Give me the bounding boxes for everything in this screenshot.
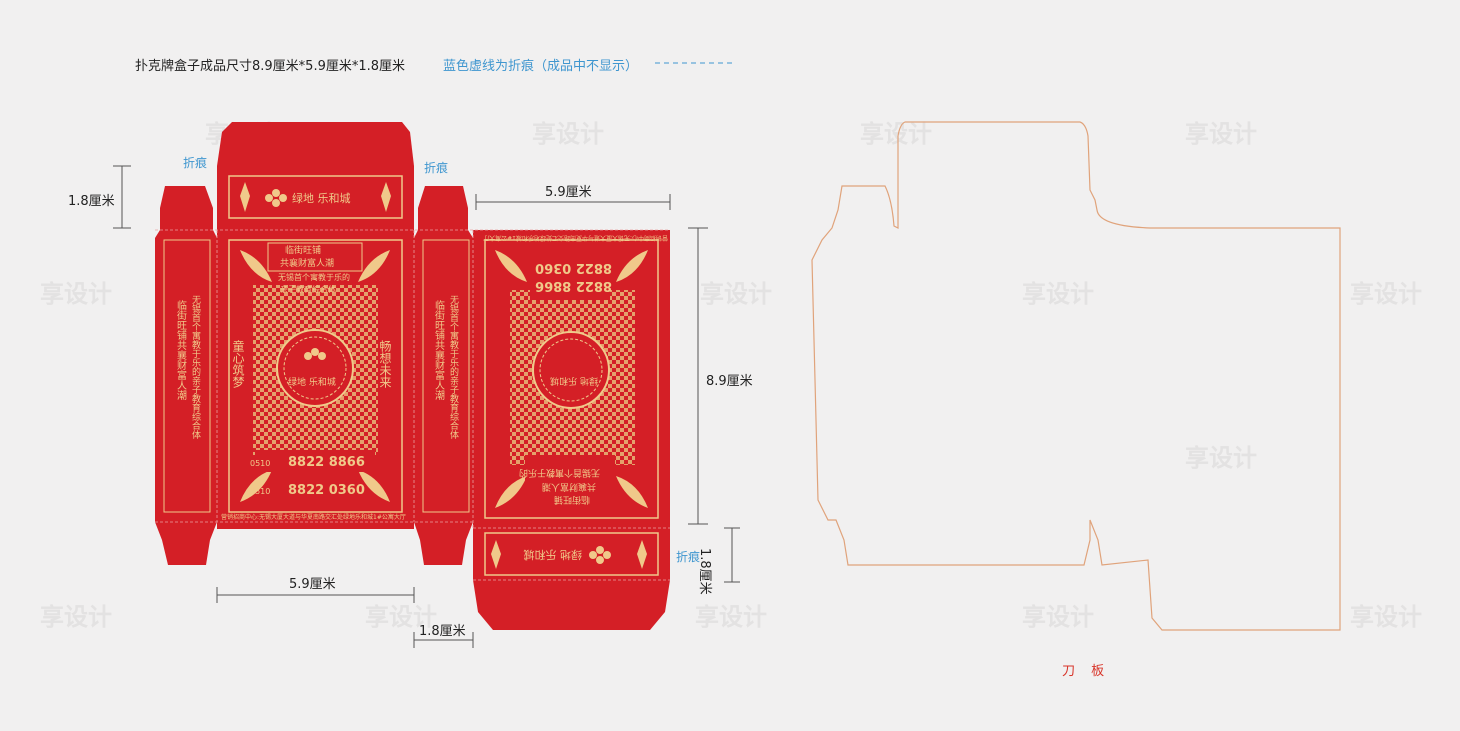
front-vertical-right: 畅想未来 bbox=[378, 340, 392, 388]
front-phone-alt: 8822 0360 bbox=[288, 483, 365, 498]
front-slogan-4: 亲子教育综合体 bbox=[280, 284, 336, 294]
front-vertical-left: 童心筑梦 bbox=[231, 339, 245, 389]
front-address: 营销招商中心:无锡大厦大道与华夏南路交汇处绿地乐和城1#公寓大厅 bbox=[221, 513, 406, 521]
fold-legend: 蓝色虚线为折痕（成品中不显示） bbox=[443, 59, 639, 74]
dim-depth-left: 1.8厘米 bbox=[68, 194, 115, 209]
watermark: 享设计 bbox=[532, 120, 604, 148]
left-side-frame bbox=[163, 239, 211, 513]
box-net: 绿地 乐和城 临街旺铺 共襄财富人潮 无锡首个寓教于乐的 亲子教育综合体 绿地 … bbox=[155, 122, 670, 630]
back-slogan-3: 无锡首个寓教于乐的 bbox=[519, 467, 600, 479]
fold-label-bottom: 折痕 bbox=[676, 550, 701, 564]
inner-side-panel bbox=[414, 186, 473, 565]
tuck-flap bbox=[473, 580, 670, 630]
back-address: 营销招商中心:无锡大厦大道与华夏南路交汇处绿地乐和城1#公寓大厅 bbox=[483, 234, 668, 242]
bottom-ornaments bbox=[491, 540, 647, 569]
watermark: 享设计 bbox=[1022, 280, 1094, 308]
inner-side-text-1: 临街旺铺共襄财富人潮 bbox=[433, 299, 445, 401]
dimension-lines bbox=[113, 62, 740, 648]
left-side-panel bbox=[155, 186, 217, 565]
front-slogan-3: 无锡首个寓教于乐的 bbox=[278, 272, 350, 282]
bottom-strip-front bbox=[217, 522, 414, 529]
back-brand-name: 绿地 乐和城 bbox=[550, 375, 598, 387]
front-slogan-1: 临街旺铺 bbox=[285, 244, 321, 256]
watermark: 享设计 bbox=[1350, 280, 1422, 308]
front-decoration bbox=[228, 239, 403, 513]
flap-label-frame bbox=[228, 175, 403, 219]
die-cut-outline bbox=[811, 121, 1341, 631]
bottom-label-frame bbox=[484, 532, 659, 576]
flap-ornaments bbox=[240, 182, 391, 212]
back-decoration bbox=[484, 239, 659, 519]
watermark: 享设计 bbox=[365, 603, 437, 631]
back-slogan-1: 临街旺铺 bbox=[554, 494, 590, 506]
watermark: 享设计 bbox=[1185, 120, 1257, 148]
dim-width-bottom: 5.9厘米 bbox=[289, 577, 336, 592]
watermark: 享设计 bbox=[700, 280, 772, 308]
left-side-text-2: 无锡首个寓教于乐的亲子教育综合体 bbox=[190, 295, 201, 440]
dim-height: 8.9厘米 bbox=[706, 374, 753, 389]
dim-depth-bottom: 1.8厘米 bbox=[419, 624, 466, 639]
front-slogan-2: 共襄财富人潮 bbox=[280, 257, 334, 269]
dim-width-top: 5.9厘米 bbox=[545, 185, 592, 200]
fold-lines bbox=[155, 229, 670, 581]
die-cut-label: 刀 板 bbox=[1062, 664, 1111, 679]
fold-label-left: 折痕 bbox=[183, 156, 208, 170]
back-slogan-2: 共襄财富人潮 bbox=[542, 481, 596, 493]
left-side-text-1: 临街旺铺共襄财富人潮 bbox=[175, 299, 187, 401]
front-area-code: 0510 bbox=[250, 459, 270, 468]
watermark: 享设计 bbox=[1350, 603, 1422, 631]
watermark-layer: 享设计 享设计 享设计 享设计 享设计 享设计 享设计 享设计 享设计 享设计 … bbox=[40, 120, 1422, 631]
page-title: 扑克牌盒子成品尺寸8.9厘米*5.9厘米*1.8厘米 bbox=[135, 59, 406, 74]
flap-brand-name: 绿地 乐和城 bbox=[292, 191, 351, 205]
back-phone-alt: 8822 0360 bbox=[535, 260, 612, 275]
watermark: 享设计 bbox=[1022, 603, 1094, 631]
back-phone: 8822 8866 bbox=[535, 278, 612, 293]
inner-side-text-2: 无锡首个寓教于乐的亲子教育综合体 bbox=[448, 295, 459, 440]
dim-depth-right: 1.8厘米 bbox=[697, 548, 712, 595]
die-cut-inner bbox=[836, 226, 1150, 520]
watermark: 享设计 bbox=[695, 603, 767, 631]
bottom-brand-name: 绿地 乐和城 bbox=[524, 548, 583, 562]
watermark: 享设计 bbox=[860, 120, 932, 148]
watermark: 享设计 bbox=[40, 603, 112, 631]
front-area-code-alt: 0510 bbox=[250, 487, 270, 496]
inner-side-frame bbox=[422, 239, 470, 513]
front-brand-name: 绿地 乐和城 bbox=[288, 376, 336, 388]
watermark: 享设计 bbox=[40, 280, 112, 308]
fold-label-right: 折痕 bbox=[424, 161, 449, 175]
front-phone: 8822 8866 bbox=[288, 455, 365, 470]
watermark: 享设计 bbox=[1185, 444, 1257, 472]
